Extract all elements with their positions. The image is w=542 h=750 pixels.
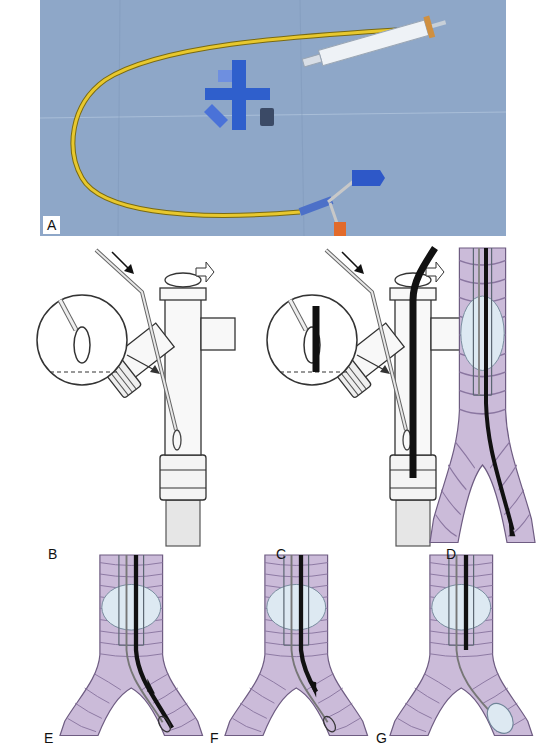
- panel-letter: A: [43, 216, 60, 234]
- trachea-drawing-e: [60, 555, 203, 736]
- panel-letter: C: [276, 546, 286, 562]
- adapter-drawing-c: [267, 248, 465, 546]
- panel-letter: B: [48, 546, 57, 562]
- photo-panel: [40, 0, 506, 236]
- adapter-drawing-b: [37, 250, 235, 546]
- panel-letter: F: [210, 730, 219, 746]
- trachea-drawing-g: [390, 555, 533, 738]
- panel-letter: G: [376, 730, 387, 746]
- trachea-drawing-d: [430, 248, 535, 543]
- trachea-drawing-f: [225, 555, 368, 736]
- panel-letter: D: [446, 546, 456, 562]
- panel-letter: E: [44, 730, 53, 746]
